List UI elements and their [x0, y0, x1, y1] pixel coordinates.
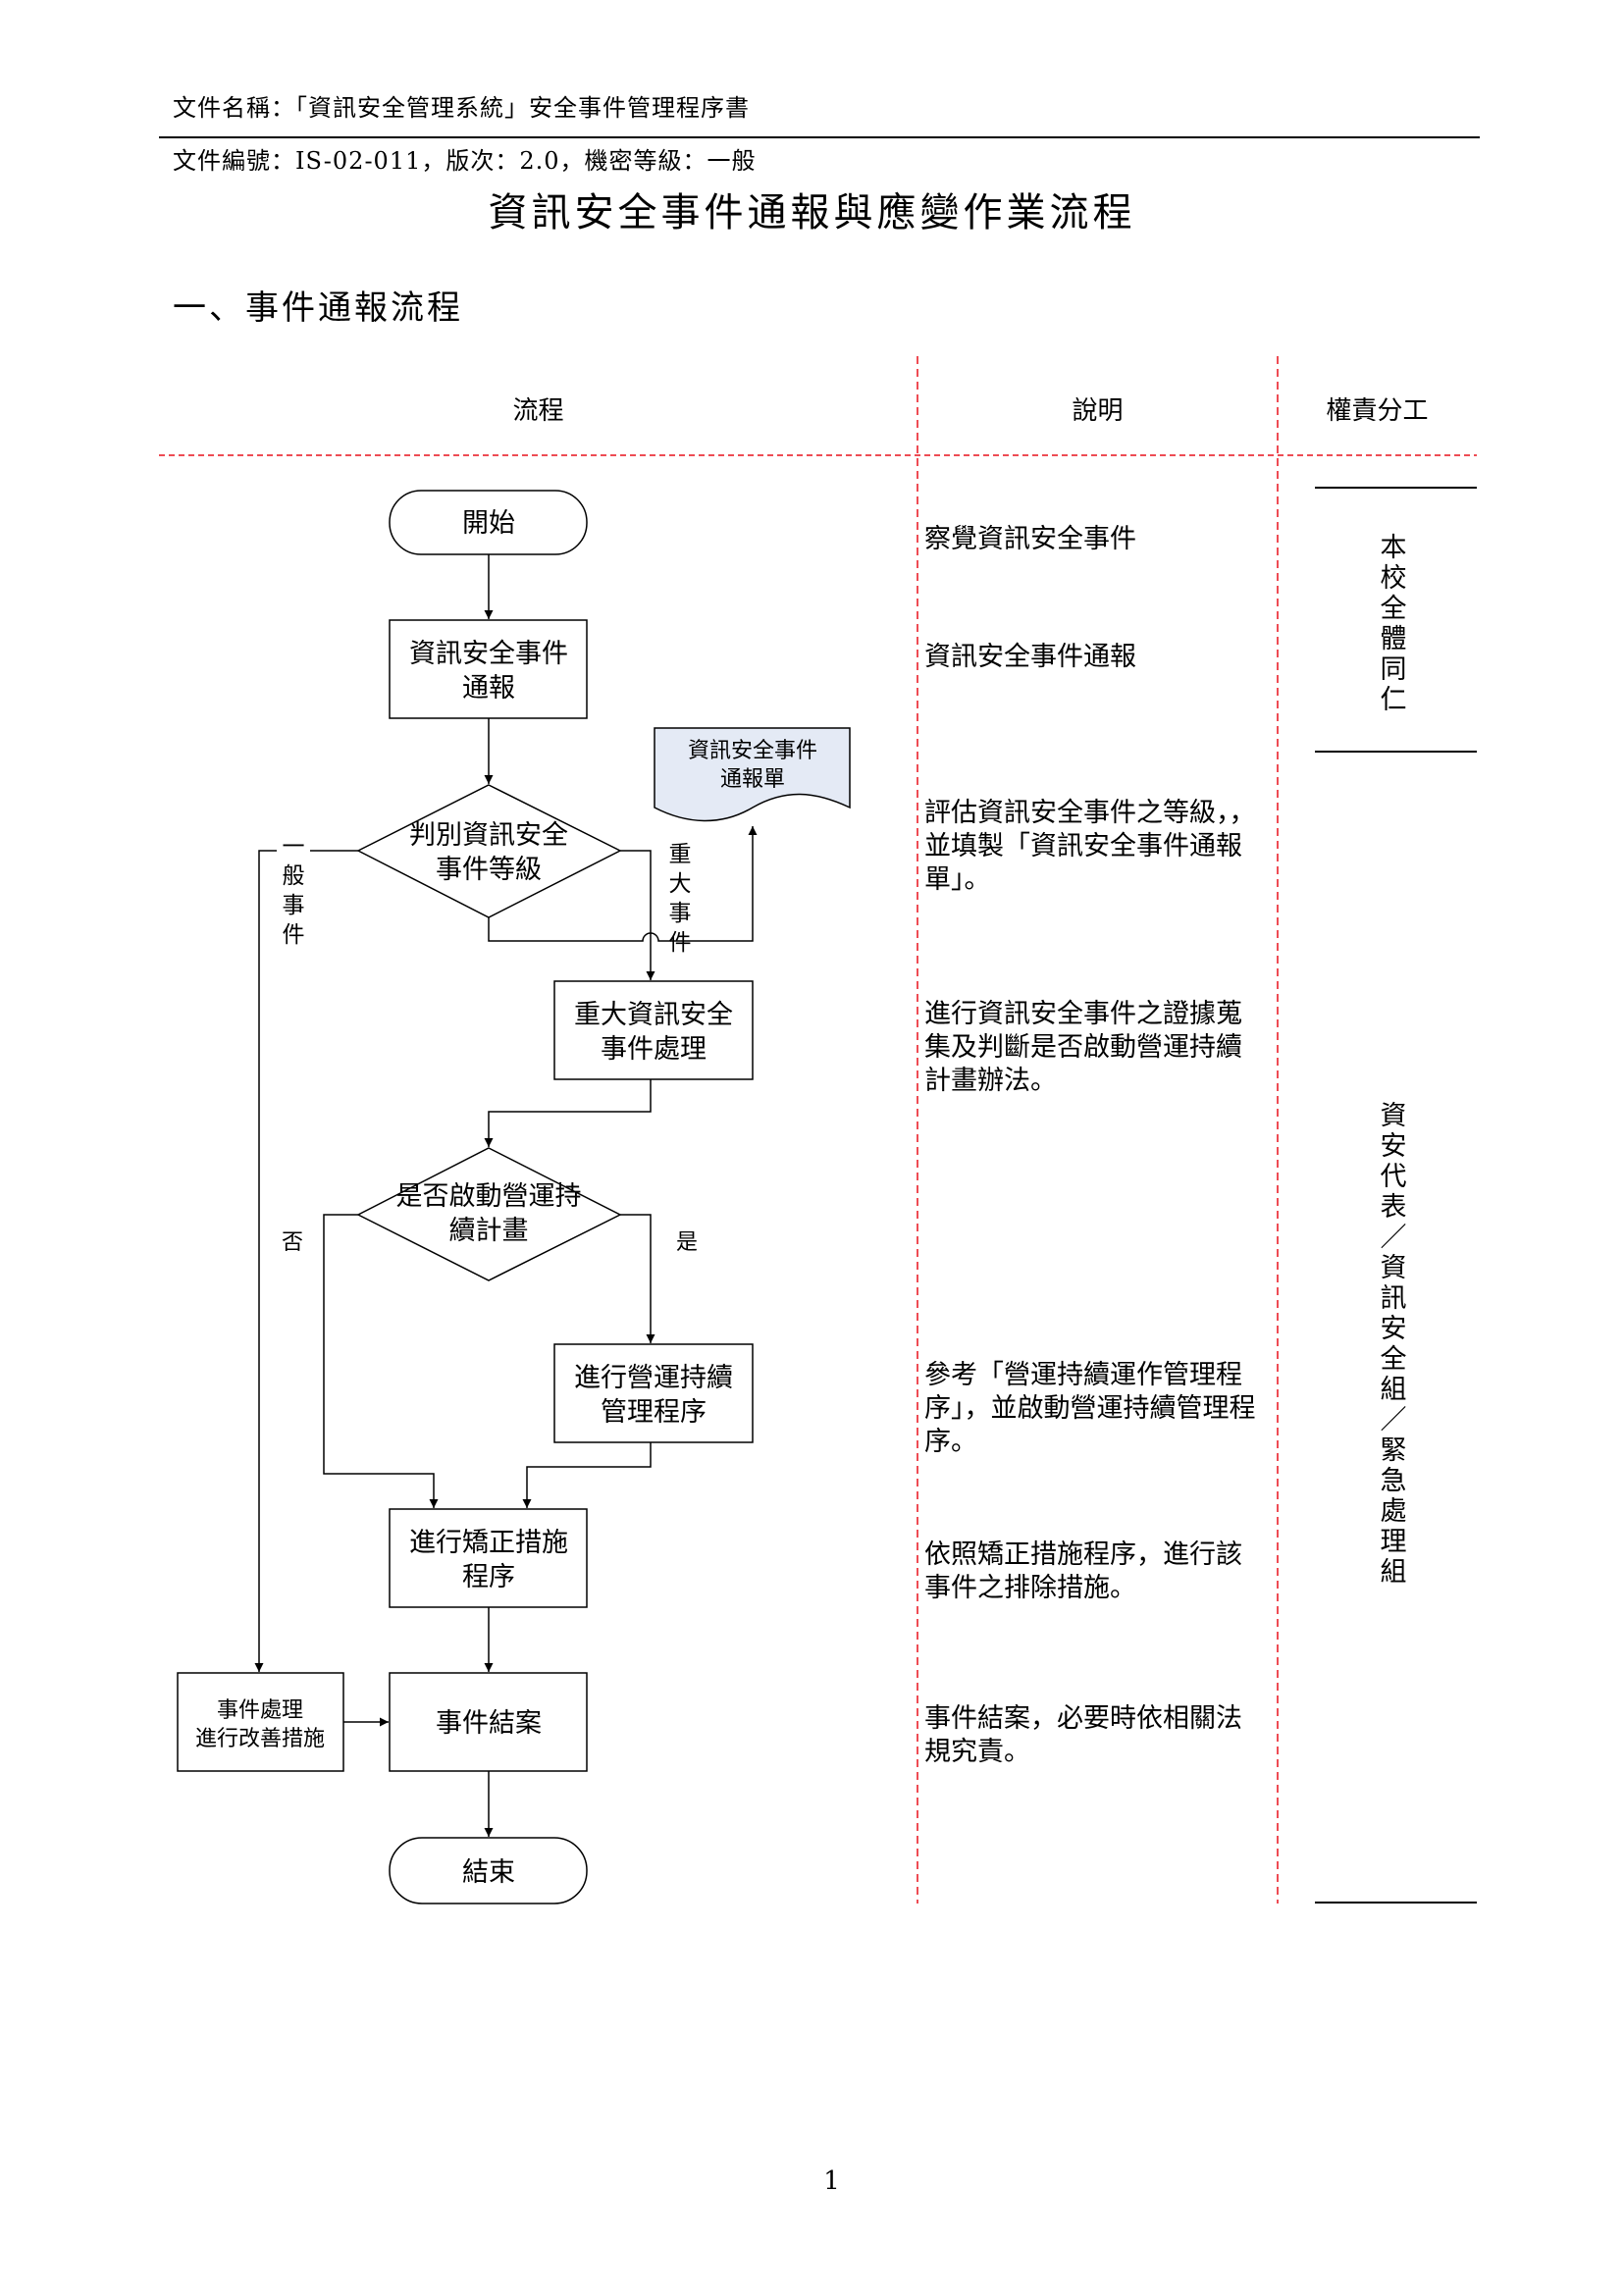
- decision-bcp-label-line2: 續計畫: [449, 1216, 529, 1246]
- decision-level-label-line2: 事件等級: [436, 855, 542, 885]
- document-name: 文件名稱：「資訊安全管理系統」安全事件管理程序書: [173, 94, 750, 122]
- close-label: 事件結案: [436, 1708, 542, 1739]
- report-box: [389, 619, 588, 719]
- report-form-document: [654, 727, 851, 822]
- decision-bcp-label-line1: 是否啟動營運持: [396, 1181, 582, 1212]
- responsibility-rule-3: [1315, 1902, 1477, 1904]
- decision-level-label-line1: 判別資訊安全: [409, 820, 568, 851]
- major-handling-box: [553, 980, 754, 1080]
- section-heading: 一、事件通報流程: [173, 288, 463, 328]
- description-assess-level: 評估資訊安全事件之等級，，並填製「資訊安全事件通報單」。: [924, 798, 1256, 895]
- responsibility-all-staff: 本校全體同仁: [1380, 533, 1407, 715]
- improvement-label-line1: 事件處理: [217, 1698, 303, 1723]
- column-header-responsibility: 權責分工: [1326, 396, 1429, 426]
- decision-level-diamond: [356, 784, 622, 918]
- bcp-procedure-box: [553, 1343, 754, 1443]
- responsibility-rule-2: [1315, 751, 1477, 753]
- corrective-label-line1: 進行矯正措施: [409, 1528, 568, 1558]
- report-form-label-line2: 通報單: [720, 767, 785, 792]
- branch-general-label: 一般事件: [277, 832, 310, 950]
- corrective-box: [389, 1508, 588, 1608]
- branch-yes-label: 是: [676, 1230, 698, 1255]
- start-terminal: [389, 490, 588, 555]
- column-header-description: 說明: [1072, 396, 1124, 426]
- connector-major-decision2: [484, 1079, 652, 1147]
- improvement-label-line2: 進行改善措施: [195, 1727, 325, 1751]
- header-rule: [159, 136, 1480, 138]
- start-label: 開始: [462, 508, 515, 539]
- bcp-procedure-label-line2: 管理程序: [601, 1397, 707, 1428]
- report-label-line2: 通報: [462, 673, 515, 704]
- branch-major-label: 重大事件: [668, 842, 692, 956]
- description-bcp: 參考「營運持續運作管理程序」，並啟動營運持續管理程序。: [924, 1360, 1256, 1457]
- major-handling-label-line1: 重大資訊安全: [574, 1000, 733, 1030]
- description-report: 資訊安全事件通報: [924, 642, 1136, 672]
- page-number: 1: [823, 2166, 840, 2196]
- document-meta: 文件編號：IS-02-011，版次：2.0，機密等級：一般: [173, 147, 757, 175]
- improvement-box: [177, 1672, 344, 1772]
- corrective-label-line2: 程序: [462, 1562, 515, 1592]
- connector-decision2-no: [323, 1214, 439, 1508]
- connector-decision2-yes: [620, 1214, 655, 1343]
- end-terminal: [389, 1837, 588, 1904]
- description-corrective: 依照矯正措施程序，進行該事件之排除措施。: [924, 1539, 1242, 1603]
- close-box: [389, 1672, 588, 1772]
- connector-decision-general: [254, 850, 358, 1672]
- branch-no-label: 否: [282, 1230, 303, 1255]
- end-label: 結束: [462, 1857, 515, 1888]
- responsibility-rule-1: [1315, 487, 1477, 489]
- column-header-flow: 流程: [512, 396, 564, 426]
- page-title: 資訊安全事件通報與應變作業流程: [488, 190, 1136, 235]
- report-label-line1: 資訊安全事件: [409, 639, 568, 669]
- connector-bcp-corrective: [522, 1442, 652, 1508]
- responsibility-security-team: 資安代表／資訊安全組／緊急處理組: [1380, 1101, 1407, 1588]
- bcp-procedure-label-line1: 進行營運持續: [574, 1363, 733, 1393]
- decision-bcp-diamond: [356, 1147, 622, 1281]
- description-evidence: 進行資訊安全事件之證據蒐集及判斷是否啟動營運持續計畫辦法。: [924, 999, 1242, 1096]
- report-form-label-line1: 資訊安全事件: [688, 739, 817, 763]
- description-close: 事件結案，必要時依相關法規究責。: [924, 1703, 1242, 1767]
- major-handling-label-line2: 事件處理: [601, 1034, 707, 1065]
- connector-decision-major: [620, 850, 655, 980]
- description-detect: 察覺資訊安全事件: [924, 524, 1136, 554]
